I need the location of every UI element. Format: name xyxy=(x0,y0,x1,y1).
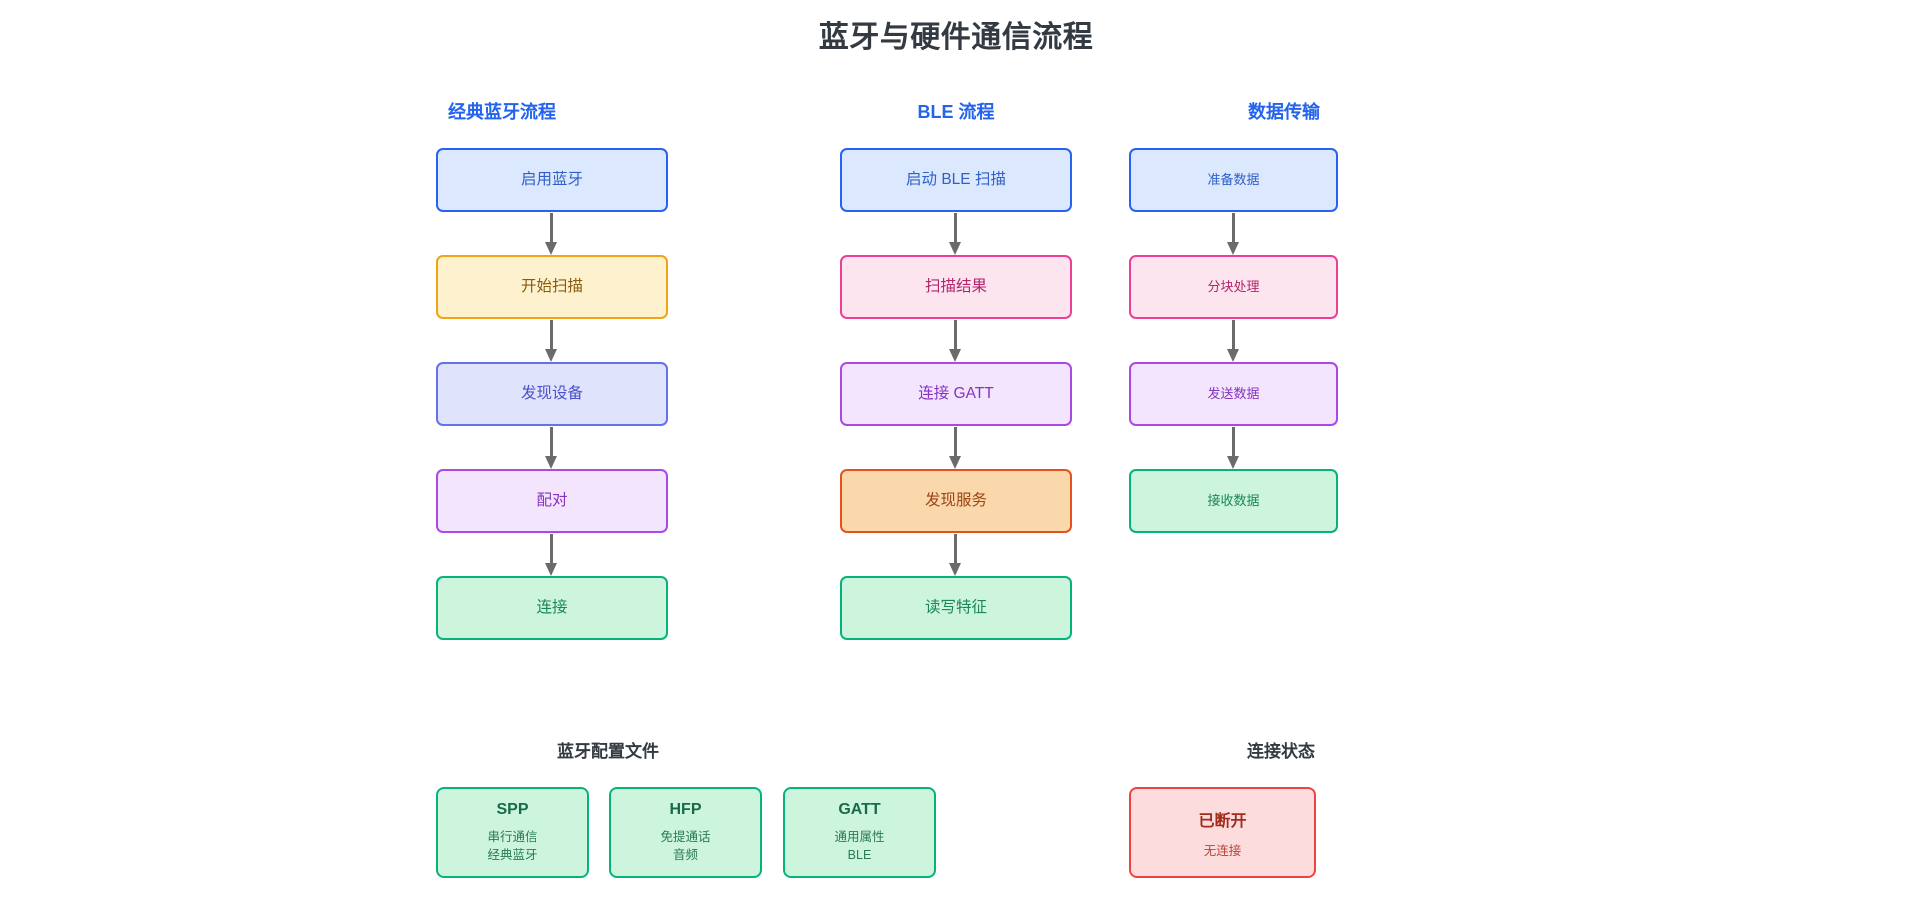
flow-arrow-2-1 xyxy=(949,213,962,255)
flow-node-label: 开始扫描 xyxy=(520,277,583,295)
profile-name: SPP xyxy=(496,800,529,818)
status-badge: 已断开 xyxy=(1198,812,1247,830)
flow-node-pairing[interactable]: 配对 xyxy=(436,469,668,533)
profile-desc-line-1: 通用属性 xyxy=(834,829,885,844)
column-header-ble: BLE 流程 xyxy=(917,102,995,122)
profile-description: 通用属性 BLE xyxy=(834,828,884,864)
flow-arrow-2-3 xyxy=(949,427,962,469)
flow-node-connect[interactable]: 连接 xyxy=(436,576,668,640)
profile-card-spp[interactable]: SPP 串行通信 经典蓝牙 xyxy=(436,787,589,878)
flow-node-start-scan[interactable]: 开始扫描 xyxy=(436,255,668,319)
status-detail: 无连接 xyxy=(1203,843,1242,858)
flow-node-scan-results[interactable]: 扫描结果 xyxy=(840,255,1072,319)
flow-arrow-3-1 xyxy=(1227,213,1240,255)
flow-node-connect-gatt[interactable]: 连接 GATT xyxy=(840,362,1072,426)
flow-node-label: 发现服务 xyxy=(924,491,987,509)
flow-arrow-3-2 xyxy=(1227,320,1240,362)
status-card-disconnected[interactable]: 已断开 无连接 xyxy=(1129,787,1316,878)
flow-node-receive-data[interactable]: 接收数据 xyxy=(1129,469,1338,533)
profile-description: 串行通信 经典蓝牙 xyxy=(487,828,537,864)
flow-node-read-write-characteristics[interactable]: 读写特征 xyxy=(840,576,1072,640)
flow-node-label: 接收数据 xyxy=(1207,493,1260,509)
column-header-data-transfer: 数据传输 xyxy=(1248,102,1320,122)
flow-node-label: 扫描结果 xyxy=(924,277,987,295)
flow-node-prepare-data[interactable]: 准备数据 xyxy=(1129,148,1338,212)
flow-arrow-2-4 xyxy=(949,534,962,576)
flow-node-label: 连接 xyxy=(536,598,568,616)
flow-node-label: 启动 BLE 扫描 xyxy=(906,170,1006,188)
flow-node-enable-bluetooth[interactable]: 启用蓝牙 xyxy=(436,148,668,212)
flow-node-label: 配对 xyxy=(536,491,568,509)
flow-arrow-1-1 xyxy=(545,213,558,255)
profile-description: 免提通话 音频 xyxy=(660,828,710,864)
flow-node-label: 发送数据 xyxy=(1207,386,1260,402)
profile-name: HFP xyxy=(669,800,702,818)
profile-desc-line-2: 音频 xyxy=(672,848,698,862)
section-title-connection-status: 连接状态 xyxy=(1247,742,1315,761)
flow-node-start-ble-scan[interactable]: 启动 BLE 扫描 xyxy=(840,148,1072,212)
flow-arrow-1-4 xyxy=(545,534,558,576)
profile-desc-line-2: BLE xyxy=(847,848,872,862)
profile-name: GATT xyxy=(838,800,881,818)
section-title-profiles: 蓝牙配置文件 xyxy=(557,742,659,761)
flow-node-discover-device[interactable]: 发现设备 xyxy=(436,362,668,426)
flow-node-chunk-processing[interactable]: 分块处理 xyxy=(1129,255,1338,319)
column-header-classic-bluetooth: 经典蓝牙流程 xyxy=(448,102,556,122)
flow-arrow-3-3 xyxy=(1227,427,1240,469)
flow-node-label: 准备数据 xyxy=(1207,172,1260,188)
flow-arrow-1-3 xyxy=(545,427,558,469)
flow-arrow-1-2 xyxy=(545,320,558,362)
profile-desc-line-1: 免提通话 xyxy=(660,829,711,844)
profile-desc-line-1: 串行通信 xyxy=(487,829,538,844)
flow-node-label: 发现设备 xyxy=(520,384,583,402)
profile-desc-line-2: 经典蓝牙 xyxy=(487,848,538,862)
flow-node-send-data[interactable]: 发送数据 xyxy=(1129,362,1338,426)
flow-arrow-2-2 xyxy=(949,320,962,362)
flow-node-discover-services[interactable]: 发现服务 xyxy=(840,469,1072,533)
page-title: 蓝牙与硬件通信流程 xyxy=(818,21,1094,54)
flow-node-label: 连接 GATT xyxy=(918,384,994,402)
profile-card-gatt[interactable]: GATT 通用属性 BLE xyxy=(783,787,936,878)
profile-card-hfp[interactable]: HFP 免提通话 音频 xyxy=(609,787,762,878)
flow-node-label: 分块处理 xyxy=(1207,279,1260,295)
flow-node-label: 读写特征 xyxy=(924,598,987,616)
flow-node-label: 启用蓝牙 xyxy=(520,170,583,188)
